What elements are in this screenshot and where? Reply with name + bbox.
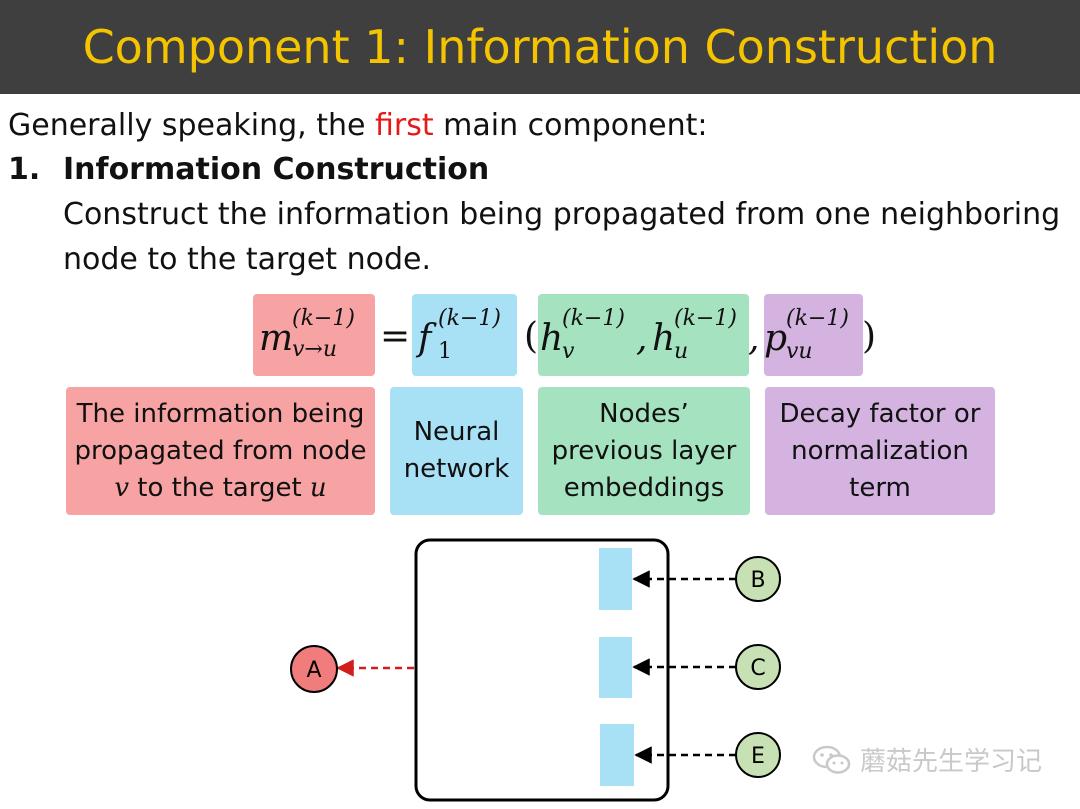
p-subscript: vu xyxy=(786,339,813,364)
wechat-icon xyxy=(812,745,851,774)
hv-superscript: (k−1) xyxy=(562,306,625,331)
message-card-line1: The information being xyxy=(76,398,365,429)
decay-card-line3: term xyxy=(849,472,911,503)
f-superscript: (k−1) xyxy=(438,306,501,331)
f-subscript: 1 xyxy=(438,339,452,364)
watermark: 蘑菇先生学习记 xyxy=(812,741,1042,778)
p-symbol: p xyxy=(764,318,788,359)
item-heading: Information Construction xyxy=(63,152,490,187)
var-u: u xyxy=(309,472,327,503)
decay-card: Decay factor or normalization term xyxy=(765,387,995,515)
hu-symbol: h xyxy=(652,318,676,359)
f-symbol: f xyxy=(418,318,432,359)
message-slot-e xyxy=(600,724,634,786)
embedding-term-highlight xyxy=(538,294,749,376)
m-superscript: (k−1) xyxy=(292,306,355,331)
message-card-line3-mid: to the target xyxy=(129,472,310,503)
item-desc-line2: node to the target node. xyxy=(63,242,431,277)
intro-line: Generally speaking, the first main compo… xyxy=(8,108,707,143)
close-paren: ) xyxy=(862,316,877,357)
hu-subscript: u xyxy=(674,339,689,364)
comma-2: , xyxy=(748,318,760,359)
item-number: 1. xyxy=(8,152,41,187)
embed-card-line2: previous layer xyxy=(551,435,737,466)
neural-card-line1: Neural xyxy=(413,417,500,447)
node-a-label: A xyxy=(306,658,321,683)
node-b-label: B xyxy=(750,568,765,593)
node-c-circle xyxy=(735,644,781,690)
embeddings-card: Nodes’ previous layer embeddings xyxy=(538,387,750,515)
message-card-line2: propagated from node xyxy=(74,435,367,466)
message-slot-c xyxy=(599,637,632,698)
decay-term-highlight xyxy=(764,294,863,376)
message-slot-b xyxy=(599,548,632,610)
watermark-text: 蘑菇先生学习记 xyxy=(860,747,1043,777)
p-superscript: (k−1) xyxy=(786,306,849,331)
intro-highlight: first xyxy=(374,108,434,143)
intro-after: main component: xyxy=(433,108,708,143)
node-c-label: C xyxy=(750,656,765,681)
item-desc-line1: Construct the information being propagat… xyxy=(63,197,1061,232)
neural-card-line2: network xyxy=(403,454,510,484)
decay-card-line2: normalization xyxy=(791,435,969,466)
comma-1: , xyxy=(636,318,648,359)
embed-card-line1: Nodes’ xyxy=(599,398,689,429)
hv-subscript: v xyxy=(562,339,575,364)
node-e-circle xyxy=(735,732,781,778)
hu-superscript: (k−1) xyxy=(674,306,737,331)
node-e-label: E xyxy=(751,744,765,769)
embed-card-line3: embeddings xyxy=(563,472,725,503)
slide-title-bar: Component 1: Information Construction xyxy=(0,0,1080,94)
message-term-highlight xyxy=(253,294,375,376)
var-v: v xyxy=(114,472,130,503)
m-symbol: m xyxy=(259,318,294,359)
m-subscript: v→u xyxy=(292,337,338,362)
function-term-highlight xyxy=(412,294,517,376)
slide-title: Component 1: Information Construction xyxy=(82,20,998,74)
message-card: The information being propagated from no… xyxy=(66,387,375,515)
node-b-circle xyxy=(735,556,781,602)
message-card-line3: v to the target u xyxy=(74,470,366,507)
open-paren: ( xyxy=(524,316,539,357)
node-a-circle xyxy=(290,645,338,693)
equals-sign: = xyxy=(380,316,411,357)
decay-card-line1: Decay factor or xyxy=(779,398,981,429)
intro-before: Generally speaking, the xyxy=(8,108,375,143)
neural-network-card: Neural network xyxy=(390,387,523,515)
hv-symbol: h xyxy=(540,318,564,359)
